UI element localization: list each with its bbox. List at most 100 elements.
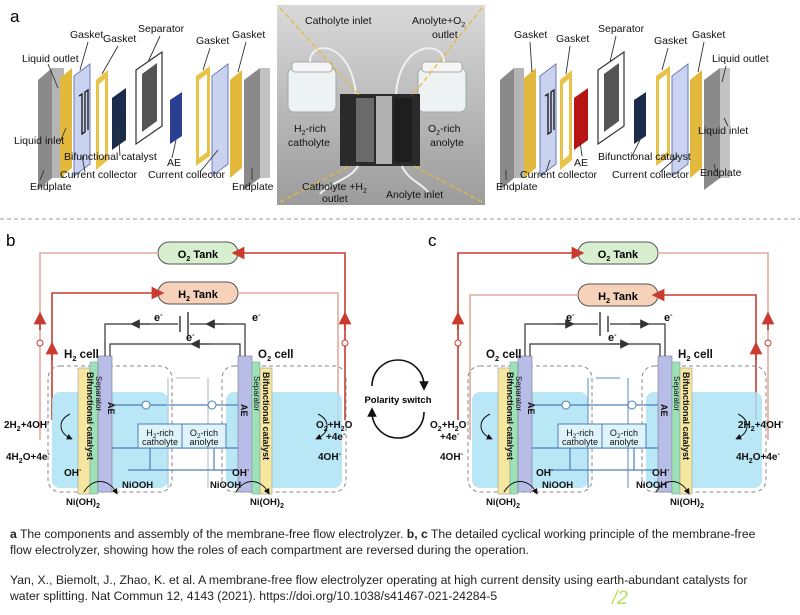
bifunctional-catalyst-label-b-right: Bifunctional catalyst xyxy=(261,372,271,460)
panel-b: O2 Tank H2 Tank xyxy=(33,241,352,495)
caption-a-text: The components and assembly of the membr… xyxy=(16,527,407,541)
electron-label-b2: e- xyxy=(252,312,261,324)
left-reaction-2-c: 4OH- xyxy=(440,451,464,463)
assembly-photo xyxy=(277,5,485,205)
right-niooh-label-c: NiOOH xyxy=(636,480,667,491)
oh-label-c-right: OH- xyxy=(652,467,670,479)
ae-shape xyxy=(170,92,182,144)
right-exploded-stack xyxy=(500,50,730,190)
separator-label-b-right: Separator xyxy=(252,376,261,411)
right-nioh-label-c: Ni(OH)2 xyxy=(670,497,704,510)
caption-a-letter: a xyxy=(10,527,17,541)
photo-catholyte-label: catholyte xyxy=(288,137,330,149)
separator-label-c-right: Separator xyxy=(672,376,681,411)
right-current-collector-label-2: Current collector xyxy=(612,169,690,181)
left-bifunctional-catalyst-label: Bifunctional catalyst xyxy=(64,151,157,163)
photo-catholyte-h2-outlet-label-line2: outlet xyxy=(322,193,348,205)
left-reaction-1b-c: +4e- xyxy=(440,431,460,443)
left-niooh-label-c: NiOOH xyxy=(542,480,573,491)
polarity-switch: Polarity switch xyxy=(364,359,432,439)
gasket-shape xyxy=(60,68,72,178)
o2-tank-label-c: O2 Tank xyxy=(598,249,639,263)
electron-label-c1: e- xyxy=(566,312,575,324)
left-separator-label: Separator xyxy=(138,23,185,35)
photo-o2-rich-label: O2-rich xyxy=(428,123,461,137)
photo-catholyte-h2-outlet-label: Catholyte +H2 xyxy=(302,181,367,195)
right-gasket-label-2: Gasket xyxy=(556,33,589,45)
panel-c-letter: c xyxy=(428,231,437,250)
h2-cell-label-b: H2 cell xyxy=(64,349,99,363)
left-reaction-1-b: 2H2+4OH- xyxy=(4,419,50,433)
electron-label-c2: e- xyxy=(664,312,673,324)
h2-catholyte-label-c: H2-rich xyxy=(566,428,594,440)
right-reaction-1b-b: +4e- xyxy=(326,431,346,443)
separator-label-b-left: Separator xyxy=(94,376,103,411)
photo-anolyte-inlet-label: Anolyte inlet xyxy=(386,189,443,201)
left-gasket-label-3: Gasket xyxy=(196,35,229,47)
right-endplate-label-1: Endplate xyxy=(496,181,538,193)
figure-caption: a The components and assembly of the mem… xyxy=(10,526,780,558)
left-niooh-label-b: NiOOH xyxy=(122,480,153,491)
panel-b-letter: b xyxy=(6,231,15,250)
right-gasket-label-4: Gasket xyxy=(692,29,725,41)
left-nioh-label-b: Ni(OH)2 xyxy=(66,497,100,510)
ae-label-c-right: AE xyxy=(659,404,669,417)
caption-bc-letters: b, c xyxy=(406,527,428,541)
left-endplate-label-2: Endplate xyxy=(232,181,274,193)
right-reaction-1-b: O2+H2O xyxy=(316,420,353,433)
right-reaction-2-c: 4H2O+4e- xyxy=(736,451,780,465)
ae-shape-red xyxy=(574,88,588,150)
watermark: /2 xyxy=(612,588,628,609)
panel-a-letter: a xyxy=(10,7,20,26)
o2-cell-label-c: O2 cell xyxy=(486,349,522,363)
photo-anolyte-o2-outlet-label-line2: outlet xyxy=(432,29,458,41)
photo-anolyte-label: anolyte xyxy=(430,137,464,149)
electron-label-b1: e- xyxy=(154,312,163,324)
left-nioh-label-c: Ni(OH)2 xyxy=(486,497,520,510)
polarity-switch-label: Polarity switch xyxy=(364,395,431,406)
ae-label-b-left: AE xyxy=(106,402,116,415)
right-gasket-label-1: Gasket xyxy=(514,29,547,41)
ae-label-b-right: AE xyxy=(239,404,249,417)
bifunctional-catalyst-label-c-left: Bifunctional catalyst xyxy=(505,372,515,460)
oh-label-b-right: OH- xyxy=(232,467,250,479)
o2-tank-label: O2 Tank xyxy=(178,249,219,263)
citation: Yan, X., Biemolt, J., Zhao, K. et al. A … xyxy=(10,573,748,603)
right-bifunctional-catalyst-label: Bifunctional catalyst xyxy=(598,151,691,163)
o2-cell-label-b: O2 cell xyxy=(258,349,294,363)
right-endplate-label-2: Endplate xyxy=(700,167,742,179)
anolyte-label-c: anolyte xyxy=(609,437,638,447)
electron-label-c3: e- xyxy=(608,332,617,344)
photo-h2-rich-label: H2-rich xyxy=(294,123,326,137)
ae-label-c-left: AE xyxy=(526,402,536,415)
left-endplate-label-1: Endplate xyxy=(30,181,72,193)
oh-label-c-left: OH- xyxy=(536,467,554,479)
right-separator-label: Separator xyxy=(598,23,645,35)
left-ae-label: AE xyxy=(167,157,181,169)
left-current-collector-label-1: Current collector xyxy=(60,169,138,181)
h2-cell-label-c: H2 cell xyxy=(678,349,713,363)
h2-tank-label-c: H2 Tank xyxy=(598,291,639,305)
oh-label-b-left: OH- xyxy=(64,467,82,479)
bifunctional-catalyst-label-b-left: Bifunctional catalyst xyxy=(85,372,95,460)
right-liquid-inlet-label: Liquid inlet xyxy=(698,125,748,137)
right-niooh-label-b: NiOOH xyxy=(210,480,241,491)
right-ae-label: AE xyxy=(574,157,588,169)
o2-anolyte-label-b: O2-rich xyxy=(190,428,218,440)
catalyst-shape xyxy=(112,88,126,150)
separator-label-c-left: Separator xyxy=(514,376,523,411)
catholyte-label-c: catholyte xyxy=(562,437,598,447)
right-liquid-outlet-label: Liquid outlet xyxy=(712,53,769,65)
left-reaction-1-c: O2+H2O xyxy=(430,420,467,433)
photo-anolyte-o2-outlet-label: Anolyte+O2 xyxy=(412,15,465,29)
right-reaction-2-b: 4OH- xyxy=(318,451,342,463)
right-current-collector-label-1: Current collector xyxy=(520,169,598,181)
left-exploded-stack xyxy=(38,50,270,190)
left-liquid-outlet-label: Liquid outlet xyxy=(22,53,79,65)
o2-anolyte-label-c: O2-rich xyxy=(610,428,638,440)
right-reaction-1-c: 2H2+4OH- xyxy=(738,419,784,433)
caption-bc-text: The detailed cyclical working principle … xyxy=(10,527,756,557)
catholyte-label-b: catholyte xyxy=(142,437,178,447)
panel-c: O2 Tank H2 Tank xyxy=(451,241,775,495)
endplate-left xyxy=(38,68,52,190)
